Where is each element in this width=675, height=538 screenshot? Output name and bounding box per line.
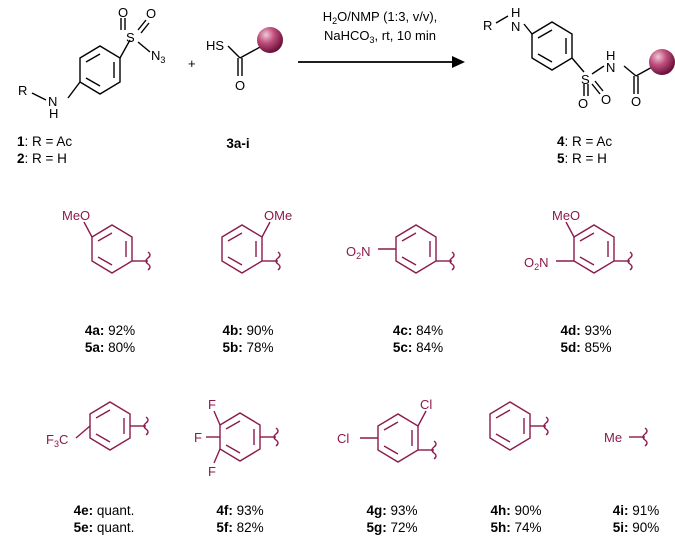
substrate-ball-icon [257,27,283,53]
yield-5a: 5a: 80% [84,340,136,355]
sm-label-1: 1: R = Ac [17,134,73,149]
sulfonyl-azide-structure [31,18,151,101]
yield-5e: 5e: quant. [73,520,135,535]
yield-4f: 4f: 93% [216,503,264,518]
substituent-4c [378,224,455,274]
atom-o2n: O2N [346,244,371,261]
yield-4g: 4g: 93% [366,503,418,518]
atom-s: S [126,30,135,45]
atom-o: O [146,6,156,21]
atom-n3: N3 [151,48,165,65]
atom-f: F [208,464,216,479]
substituent-4h [489,401,549,451]
product-structure [495,15,655,96]
atom-ome: OMe [264,208,292,223]
yield-4h: 4h: 90% [490,503,542,518]
substituent-4g [360,410,437,463]
atom-r: R [18,83,27,98]
atom-o: O [118,5,128,20]
substituent-4a [83,221,151,274]
atom-o: O [235,78,245,93]
atom-n: N [606,60,615,75]
yield-4d: 4d: 93% [560,323,612,338]
condition-solvent: H2O/NMP (1:3, v/v), [323,9,438,26]
atom-me: Me [604,430,622,445]
atom-cl: Cl [337,431,349,446]
atom-n: N [511,19,520,34]
atom-cl: Cl [420,397,432,412]
reaction-arrow [298,56,465,68]
yield-5g: 5g: 72% [366,520,418,535]
substituent-4d [556,221,633,274]
atom-o: O [578,96,588,111]
yield-5f: 5f: 82% [216,520,264,535]
atom-f: F [194,430,202,445]
atom-h: H [511,5,520,20]
yield-4i: 4i: 91% [612,503,660,518]
yield-4b: 4b: 90% [222,323,274,338]
plus-sign: + [188,56,196,71]
atom-meo: MeO [62,208,90,223]
product-label-5: 5: R = H [557,151,607,166]
atom-h: H [49,106,58,121]
yield-4a: 4a: 92% [84,323,136,338]
condition-base: NaHCO3, rt, 10 min [324,28,436,45]
product-label-4: 4: R = Ac [557,134,613,149]
atom-h: H [606,48,615,63]
atom-f: F [208,397,216,412]
atom-f3c: F3C [46,432,68,449]
substituent-4f [206,410,279,464]
substituent-atoms: MeO OMe O2N MeO O2N F3C F F F Cl Cl Me [46,208,622,479]
yield-5h: 5h: 74% [490,520,542,535]
atom-meo: MeO [552,208,580,223]
atom-r: R [483,18,492,33]
product-atoms: H R N S O O H N O [483,5,641,111]
atom-s: S [581,72,590,87]
substituent-4i [629,427,648,447]
yield-4e: 4e: quant. [73,503,135,518]
substituent-structures [75,221,648,464]
atom-o: O [631,94,641,109]
thioacid-atoms: HS O [206,38,245,93]
thioacid-structure [227,45,263,76]
yield-4c: 4c: 84% [392,323,444,338]
yield-5d: 5d: 85% [560,340,612,355]
sm-label-2: 2: R = H [17,151,67,166]
substituent-4b [221,221,281,274]
substituent-4e [75,401,149,451]
atom-n: N [48,94,57,109]
atom-o2n: O2N [524,255,549,272]
substrate-ball-icon [649,49,675,75]
reagent-label: 3a-i [226,136,250,151]
atom-o: O [601,92,611,107]
yield-5b: 5b: 78% [222,340,274,355]
atom-hs: HS [206,38,224,53]
yield-5i: 5i: 90% [612,520,660,535]
yield-5c: 5c: 84% [392,340,444,355]
